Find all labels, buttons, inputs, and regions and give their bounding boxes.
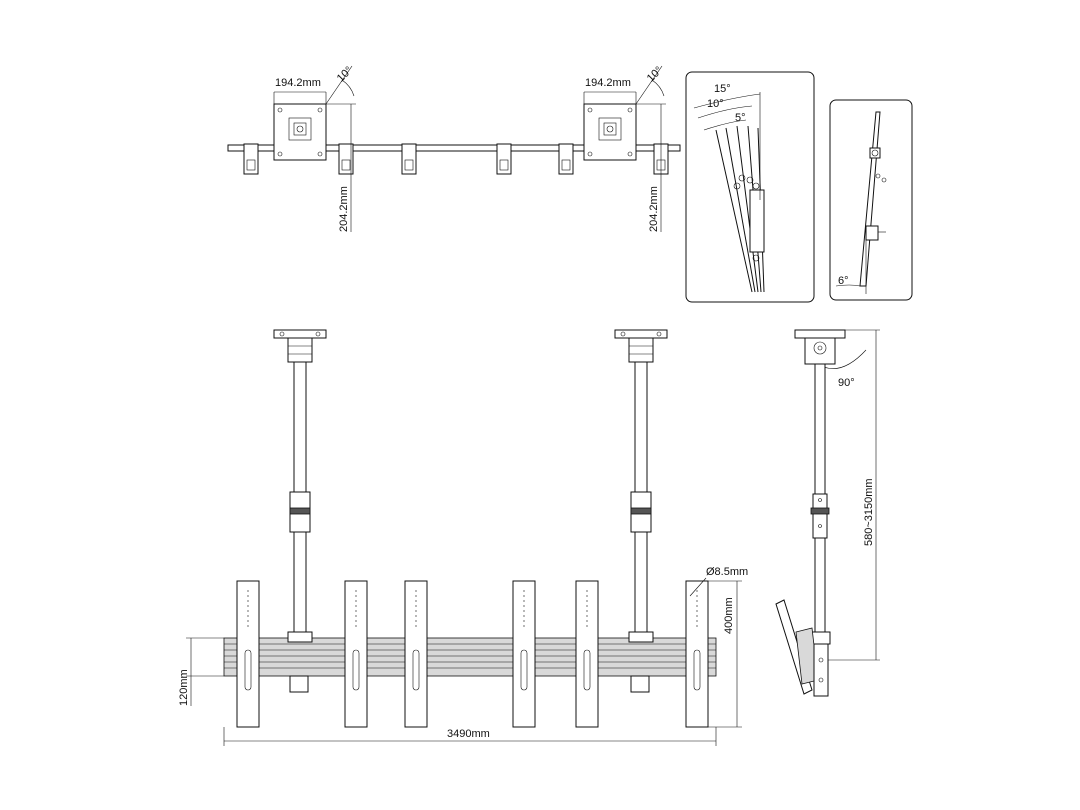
front-uprights bbox=[236, 580, 709, 728]
upright-5 bbox=[575, 580, 599, 728]
top-left-width-dimension: 194.2mm bbox=[273, 77, 327, 104]
upright-height-label: 400mm bbox=[723, 597, 735, 634]
front-view: Ø8.5mm 400mm 120mm 3490mm bbox=[178, 329, 748, 746]
total-width-dimension: 3490mm bbox=[223, 727, 717, 746]
tilt-15-label: 15° bbox=[714, 83, 731, 95]
top-right-height-dimension: 204.2mm bbox=[636, 103, 666, 232]
top-left-height-label: 204.2mm bbox=[338, 186, 350, 232]
top-view-rail bbox=[227, 144, 681, 152]
tilt-angle-arcs: 15° 10° 5° bbox=[693, 83, 761, 200]
side-view: 90° 580~3150mm bbox=[775, 329, 880, 697]
swivel-90-label: 90° bbox=[838, 377, 855, 389]
front-right-ceiling-plate bbox=[614, 329, 668, 339]
tilt-detail-panel: 15° 10° 5° bbox=[685, 71, 815, 303]
upright-4 bbox=[512, 580, 536, 728]
pole-range-label: 580~3150mm bbox=[863, 478, 875, 546]
front-left-pole bbox=[287, 337, 313, 639]
front-left-ceiling-plate bbox=[273, 329, 327, 339]
rail-height-label: 120mm bbox=[178, 669, 190, 706]
top-view: 194.2mm 10° 204.2mm 194.2mm 10° bbox=[227, 64, 681, 232]
top-left-height-dimension: 204.2mm bbox=[326, 103, 356, 232]
top-right-width-label: 194.2mm bbox=[585, 77, 631, 89]
top-left-width-label: 194.2mm bbox=[275, 77, 321, 89]
top-right-height-label: 204.2mm bbox=[648, 186, 660, 232]
top-view-clamps bbox=[243, 143, 669, 175]
right-ceiling-plate-top bbox=[583, 103, 637, 161]
tilt-10-label: 10° bbox=[707, 98, 724, 110]
side-ceiling-plate bbox=[794, 329, 846, 339]
upright-3 bbox=[404, 580, 428, 728]
side-pole bbox=[809, 363, 831, 645]
tilt-arms bbox=[715, 125, 765, 293]
pole-range-dimension: 580~3150mm bbox=[828, 329, 880, 661]
upright-2 bbox=[344, 580, 368, 728]
side-tilted-bracket bbox=[775, 599, 829, 697]
tilt-5-label: 5° bbox=[735, 112, 746, 124]
front-right-pole bbox=[628, 337, 654, 639]
top-right-width-dimension: 194.2mm bbox=[583, 77, 637, 104]
top-right-angle-dimension: 10° bbox=[635, 64, 665, 105]
front-rail bbox=[223, 631, 717, 693]
upright-1 bbox=[236, 580, 260, 728]
side-tilt-bracket: 6° bbox=[835, 111, 887, 294]
hole-diameter-label: Ø8.5mm bbox=[706, 566, 748, 578]
side-tilt-panel: 6° bbox=[829, 99, 913, 301]
tilt-6-label: 6° bbox=[838, 275, 849, 287]
top-right-angle-label: 10° bbox=[645, 64, 665, 84]
rail-height-dimension: 120mm bbox=[178, 637, 224, 706]
top-left-angle-dimension: 10° bbox=[325, 64, 355, 105]
total-width-label: 3490mm bbox=[447, 728, 490, 740]
upright-6 bbox=[685, 580, 709, 728]
hole-diameter-dimension: Ø8.5mm bbox=[689, 566, 748, 597]
left-ceiling-plate-top bbox=[273, 103, 327, 161]
upright-height-dimension: 400mm bbox=[708, 580, 742, 728]
top-left-angle-label: 10° bbox=[335, 64, 355, 84]
